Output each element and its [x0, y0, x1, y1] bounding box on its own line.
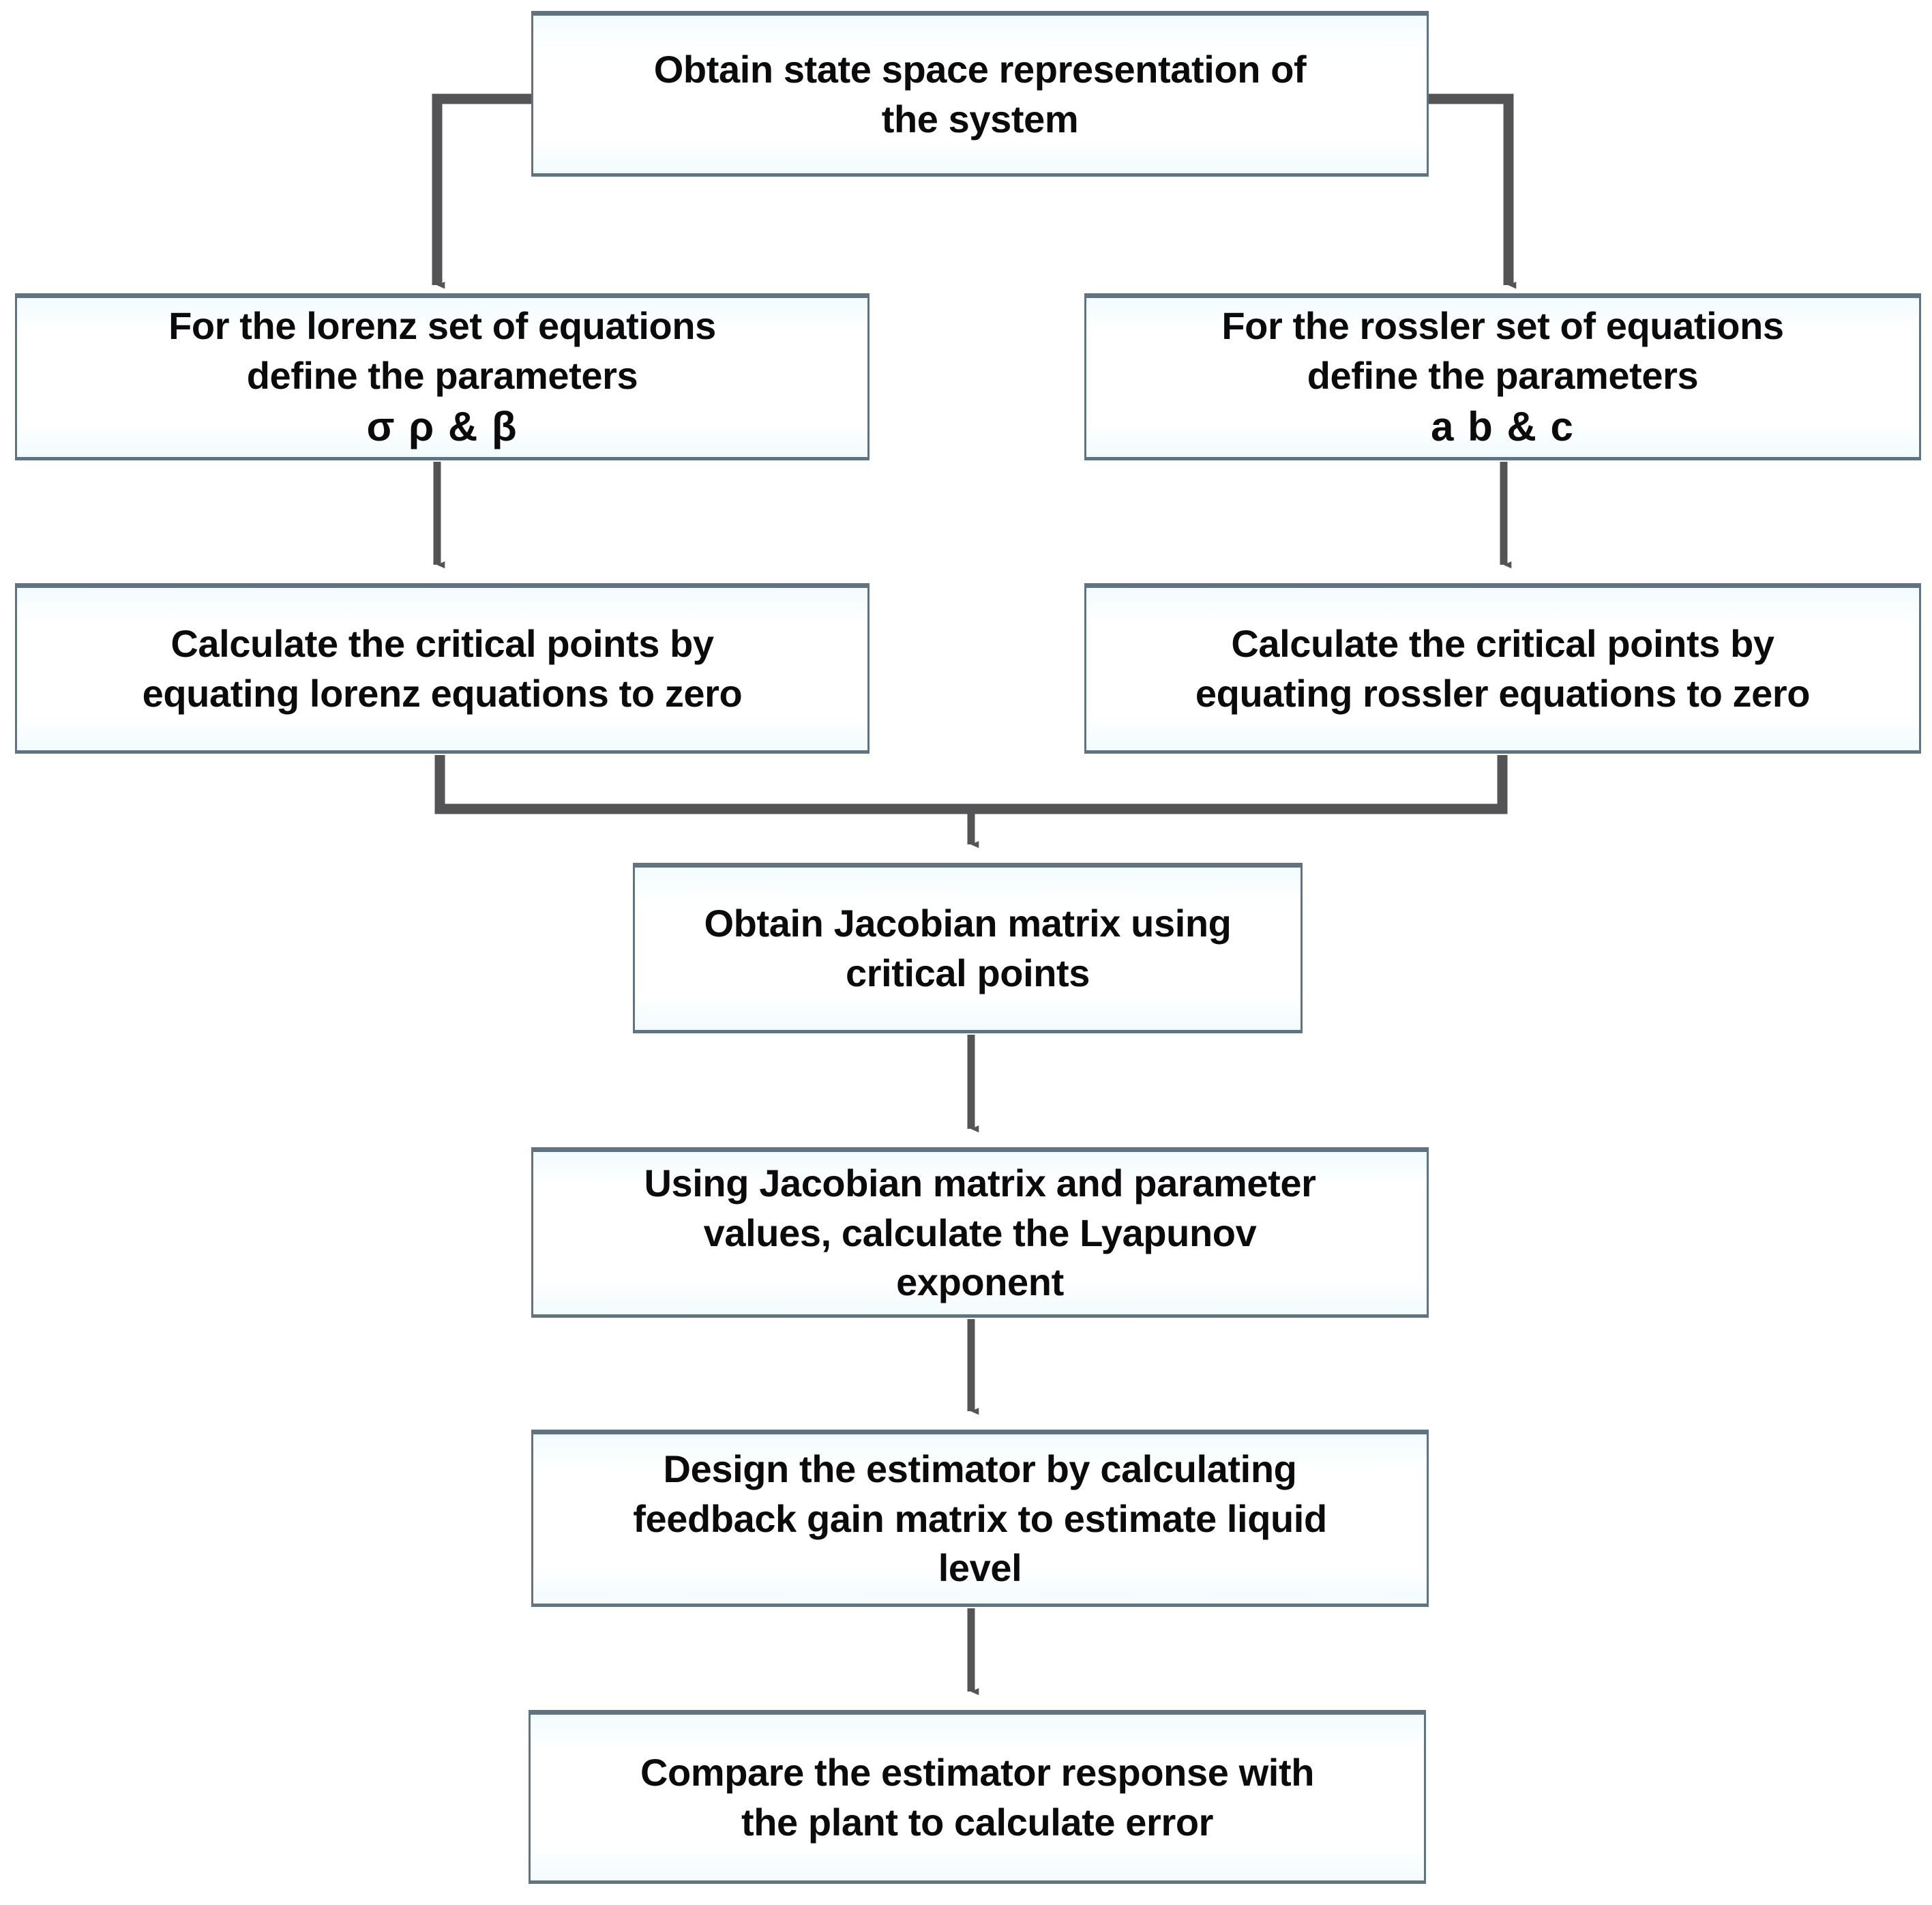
lorenz-parameters-text: For the lorenz set of equations define t… — [168, 304, 716, 398]
lorenz-critical-points-label: Calculate the critical points by equatin… — [142, 622, 743, 715]
connector-critical-merge-to-jacobian — [434, 755, 1508, 848]
design-estimator-label: Design the estimator by calculating feed… — [633, 1447, 1327, 1590]
lorenz-parameters-box[interactable]: For the lorenz set of equations define t… — [15, 293, 870, 460]
rossler-critical-points-box[interactable]: Calculate the critical points by equatin… — [1084, 583, 1921, 754]
compare-response-label: Compare the estimator response with the … — [640, 1750, 1314, 1844]
lyapunov-exponent-box[interactable]: Using Jacobian matrix and parameter valu… — [531, 1147, 1429, 1318]
obtain-jacobian-box[interactable]: Obtain Jacobian matrix using critical po… — [633, 863, 1303, 1033]
lorenz-parameters-label: For the lorenz set of equations define t… — [17, 252, 867, 503]
rossler-parameters-box[interactable]: For the rossler set of equations define … — [1084, 293, 1921, 460]
compare-response-box[interactable]: Compare the estimator response with the … — [529, 1710, 1426, 1884]
rossler-parameters-text: For the rossler set of equations define … — [1221, 304, 1784, 398]
lorenz-parameters-symbols: σ ρ & β — [366, 403, 518, 449]
design-estimator-box[interactable]: Design the estimator by calculating feed… — [531, 1430, 1429, 1607]
rossler-parameters-symbols: a b & c — [1431, 403, 1575, 449]
obtain-state-space-label: Obtain state space representation of the… — [653, 47, 1307, 141]
lyapunov-exponent-label: Using Jacobian matrix and parameter valu… — [644, 1161, 1316, 1304]
lorenz-critical-points-box[interactable]: Calculate the critical points by equatin… — [15, 583, 870, 754]
obtain-jacobian-label: Obtain Jacobian matrix using critical po… — [704, 902, 1232, 994]
rossler-parameters-label: For the rossler set of equations define … — [1086, 252, 1919, 503]
obtain-state-space-box[interactable]: Obtain state space representation of the… — [531, 11, 1429, 177]
rossler-critical-points-label: Calculate the critical points by equatin… — [1195, 622, 1811, 715]
